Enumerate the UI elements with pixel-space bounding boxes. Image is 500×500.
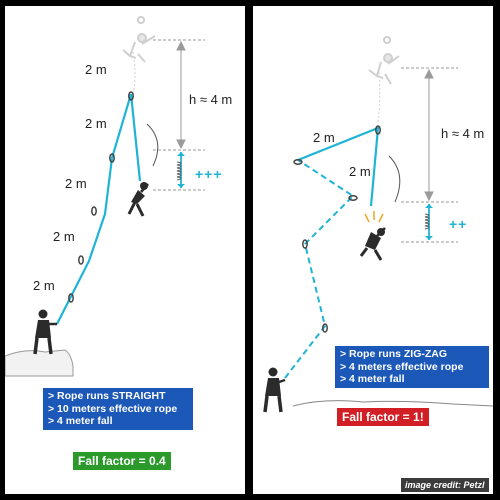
info-box: > Rope runs ZIG-ZAG > 4 meters effective… xyxy=(335,346,489,388)
impact-burst xyxy=(364,211,384,223)
info-line: > 4 meters effective rope xyxy=(340,360,464,373)
stretch-marker: ++ xyxy=(449,216,468,232)
straight-rope-diagram xyxy=(5,16,205,377)
belayer xyxy=(33,309,57,355)
segment-label: 2 m xyxy=(65,176,87,191)
rope-zigzag xyxy=(284,159,355,379)
height-label: h ≈ 4 m xyxy=(189,92,233,107)
height-label: h ≈ 4 m xyxy=(441,126,485,141)
height-guides xyxy=(153,39,205,191)
falling-climber xyxy=(127,182,149,217)
segment-label: 2 m xyxy=(313,130,335,145)
ground-ledge xyxy=(5,349,74,377)
swing-arc xyxy=(146,123,159,167)
right-panel: 2 m 2 m h ≈ 4 m ++ > Rope runs ZIG-ZAG >… xyxy=(253,6,493,494)
image-credit: image credit: Petzl xyxy=(401,478,489,492)
segment-label: 2 m xyxy=(85,62,107,77)
ghost-climber xyxy=(368,36,400,85)
left-panel: 2 m 2 m 2 m 2 m 2 m h ≈ 4 m +++ > Rope r… xyxy=(5,6,245,494)
quickdraws xyxy=(293,125,381,333)
zigzag-rope-diagram xyxy=(263,36,493,413)
segment-label: 2 m xyxy=(349,164,371,179)
falling-climber xyxy=(359,227,386,261)
stretch-marker: +++ xyxy=(195,166,223,182)
info-line: > Rope runs ZIG-ZAG xyxy=(340,348,448,360)
belayer xyxy=(263,367,286,413)
info-line: > 4 meter fall xyxy=(48,415,113,427)
quickdraws xyxy=(68,91,134,303)
rope-to-faller xyxy=(129,93,142,182)
info-line: > Rope runs STRAIGHT xyxy=(48,390,166,402)
segment-label: 2 m xyxy=(33,278,55,293)
info-line: > 4 meter fall xyxy=(340,373,405,385)
rope xyxy=(56,93,133,325)
swing-arc xyxy=(388,155,401,203)
segment-label: 2 m xyxy=(85,116,107,131)
fall-factor-badge: Fall factor = 1! xyxy=(337,408,429,426)
fall-factor-badge: Fall factor = 0.4 xyxy=(73,452,171,470)
info-box: > Rope runs STRAIGHT > 10 meters effecti… xyxy=(43,388,193,430)
segment-label: 2 m xyxy=(53,229,75,244)
height-guides xyxy=(401,67,458,243)
ghost-climber xyxy=(122,16,156,63)
ground-line xyxy=(292,400,493,407)
info-line: > 10 meters effective rope xyxy=(48,402,178,415)
rope-stretch-spring xyxy=(424,204,433,240)
rope-effective xyxy=(297,126,380,207)
rope-stretch-spring xyxy=(176,152,185,188)
